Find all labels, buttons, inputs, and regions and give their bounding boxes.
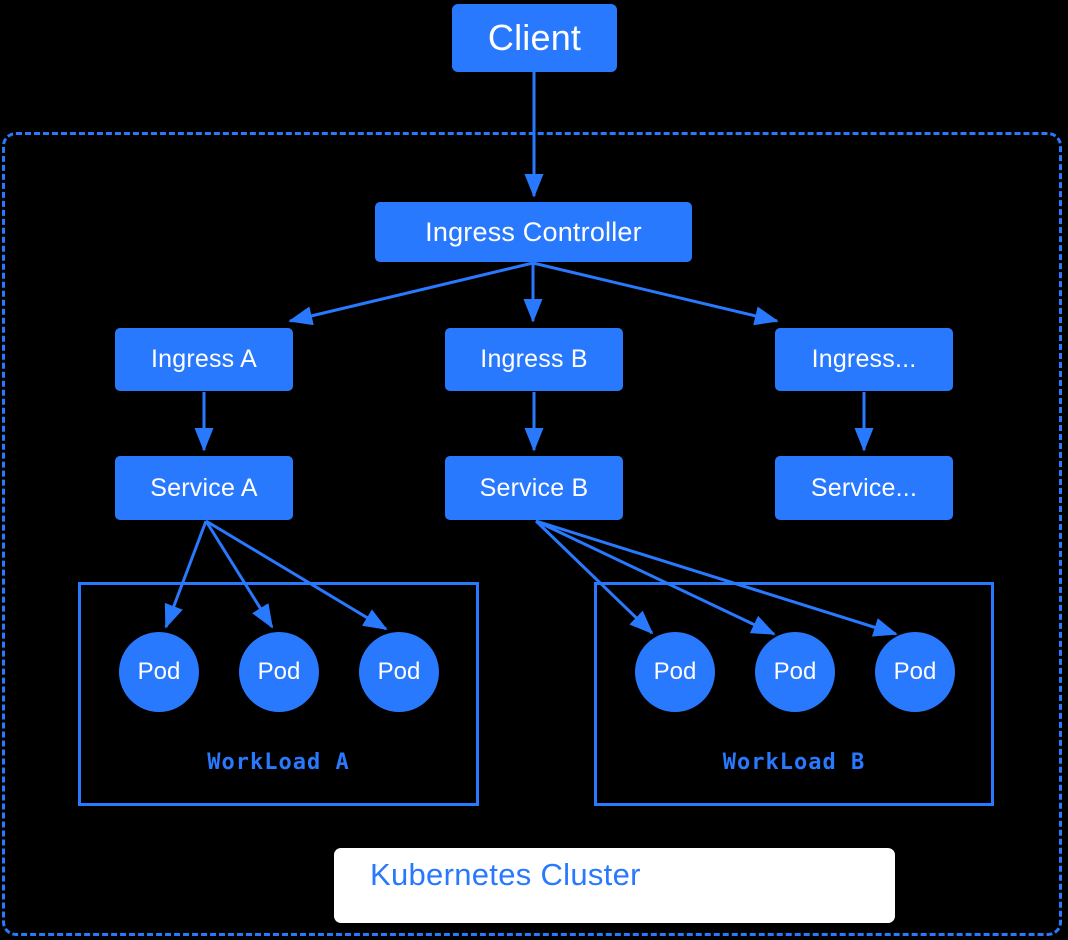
pod-a2[interactable]: Pod bbox=[239, 632, 319, 712]
pod-b2-label: Pod bbox=[773, 658, 817, 685]
pod-a1-label: Pod bbox=[137, 658, 181, 685]
node-ingress-overflow[interactable]: Ingress... bbox=[775, 328, 953, 391]
node-service-a-label: Service A bbox=[150, 473, 258, 502]
node-ingress-overflow-label: Ingress... bbox=[811, 345, 917, 373]
pod-a3-label: Pod bbox=[377, 658, 421, 685]
node-ingress-a-label: Ingress A bbox=[150, 345, 258, 373]
node-ingress-a[interactable]: Ingress A bbox=[115, 328, 293, 391]
node-service-a[interactable]: Service A bbox=[115, 456, 293, 520]
pod-a1[interactable]: Pod bbox=[119, 632, 199, 712]
pod-b2[interactable]: Pod bbox=[755, 632, 835, 712]
kubernetes-cluster-boundary bbox=[2, 132, 1062, 936]
pod-b3[interactable]: Pod bbox=[875, 632, 955, 712]
workload-b-label: WorkLoad B bbox=[722, 750, 866, 775]
pod-b1-label: Pod bbox=[653, 658, 697, 685]
node-ingress-b[interactable]: Ingress B bbox=[445, 328, 623, 391]
node-ingress-b-label: Ingress B bbox=[480, 345, 588, 373]
node-ingress-controller-label: Ingress Controller bbox=[425, 216, 642, 247]
kubernetes-cluster-caption-label: Kubernetes Cluster bbox=[370, 857, 641, 892]
node-service-overflow-label: Service... bbox=[810, 473, 918, 502]
node-service-b[interactable]: Service B bbox=[445, 456, 623, 520]
workload-a-container: WorkLoad A bbox=[78, 582, 479, 806]
node-client-label: Client bbox=[487, 17, 582, 58]
node-service-overflow[interactable]: Service... bbox=[775, 456, 953, 520]
pod-a3[interactable]: Pod bbox=[359, 632, 439, 712]
pod-b3-label: Pod bbox=[893, 658, 937, 685]
kubernetes-cluster-caption: Kubernetes Cluster bbox=[334, 848, 895, 923]
pod-a2-label: Pod bbox=[257, 658, 301, 685]
node-ingress-controller[interactable]: Ingress Controller bbox=[375, 202, 692, 262]
node-client[interactable]: Client bbox=[452, 4, 617, 72]
pod-b1[interactable]: Pod bbox=[635, 632, 715, 712]
workload-a-label: WorkLoad A bbox=[207, 750, 350, 775]
node-service-b-label: Service B bbox=[479, 473, 589, 502]
workload-b-container: WorkLoad B bbox=[594, 582, 994, 806]
